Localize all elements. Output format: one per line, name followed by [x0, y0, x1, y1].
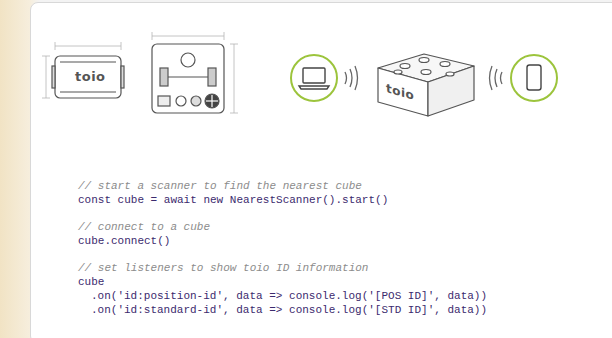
cube-logo: toio [75, 69, 106, 84]
code-line: .on('id:standard-id', data => console.lo… [91, 304, 487, 317]
code-comment: // start a scanner to find the nearest c… [78, 180, 362, 193]
code-line: const cube = await new NearestScanner().… [78, 194, 388, 207]
code-line: cube [78, 276, 104, 289]
code-comment: // set listeners to show toio ID informa… [78, 262, 368, 275]
code-line: cube.connect() [78, 235, 170, 248]
code-comment: // connect to a cube [78, 221, 210, 234]
panel [30, 2, 612, 338]
code-line: .on('id:position-id', data => console.lo… [91, 290, 487, 303]
